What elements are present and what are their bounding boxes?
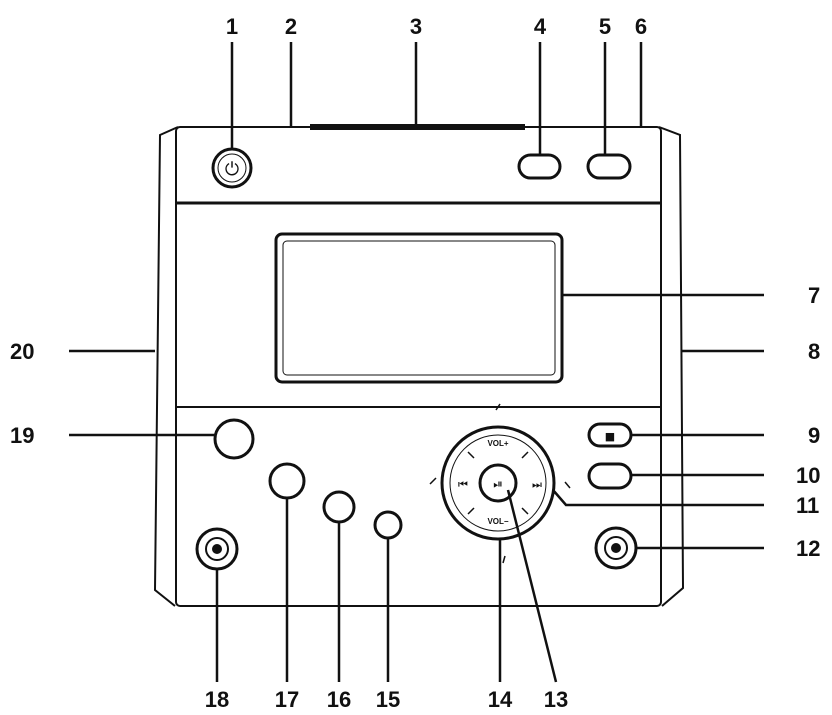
display-screen [274, 232, 564, 384]
vol-up-label[interactable]: VOL+ [487, 439, 508, 448]
stop-icon: ■ [605, 430, 615, 443]
power-icon: ⏻ [225, 159, 239, 180]
callout-17: 17 [275, 687, 299, 712]
callout-18: 18 [205, 687, 229, 712]
callout-15: 15 [376, 687, 400, 712]
stop-button[interactable]: ■ [587, 422, 633, 448]
callout-6: 6 [635, 14, 647, 39]
skip-previous-icon[interactable]: ⏮ [458, 478, 468, 491]
leader-lines [69, 42, 764, 683]
left-side-panel [153, 126, 179, 607]
round-button-17[interactable] [268, 462, 306, 500]
right-button-10[interactable] [587, 462, 633, 490]
callout-2: 2 [285, 14, 297, 39]
callout-20: 20 [10, 339, 34, 364]
callout-12: 12 [796, 536, 820, 561]
power-button[interactable]: ⏻ [211, 147, 253, 189]
top-button-5[interactable] [586, 153, 632, 180]
device-body [153, 124, 685, 607]
jack-18[interactable] [195, 527, 239, 571]
callout-16: 16 [327, 687, 351, 712]
jack-12[interactable] [594, 526, 638, 570]
round-button-15[interactable] [373, 510, 403, 540]
control-dial: VOL+ VOL− ⏮ ⏭ ⏯ [429, 403, 571, 564]
callout-9: 9 [808, 423, 820, 448]
callout-5: 5 [599, 14, 611, 39]
callout-4: 4 [534, 14, 547, 39]
play-pause-icon: ⏯ [493, 477, 503, 491]
play-pause-button[interactable]: ⏯ [478, 463, 518, 503]
callout-8: 8 [808, 339, 820, 364]
front-outline [175, 126, 662, 607]
vol-down-label[interactable]: VOL− [487, 517, 508, 526]
round-button-16[interactable] [322, 490, 356, 524]
callout-1: 1 [226, 14, 238, 39]
right-side-panel [658, 126, 685, 607]
callout-10: 10 [796, 463, 820, 488]
callout-19: 19 [10, 423, 34, 448]
callout-3: 3 [410, 14, 422, 39]
top-button-4[interactable] [517, 153, 562, 180]
round-button-19[interactable] [213, 418, 255, 460]
callout-labels: 1 2 3 4 5 6 7 8 9 10 11 12 13 14 15 16 1… [10, 14, 820, 712]
callout-13: 13 [544, 687, 568, 712]
callout-14: 14 [488, 687, 513, 712]
callout-7: 7 [808, 283, 820, 308]
callout-11: 11 [796, 493, 819, 518]
skip-next-icon[interactable]: ⏭ [532, 478, 542, 491]
